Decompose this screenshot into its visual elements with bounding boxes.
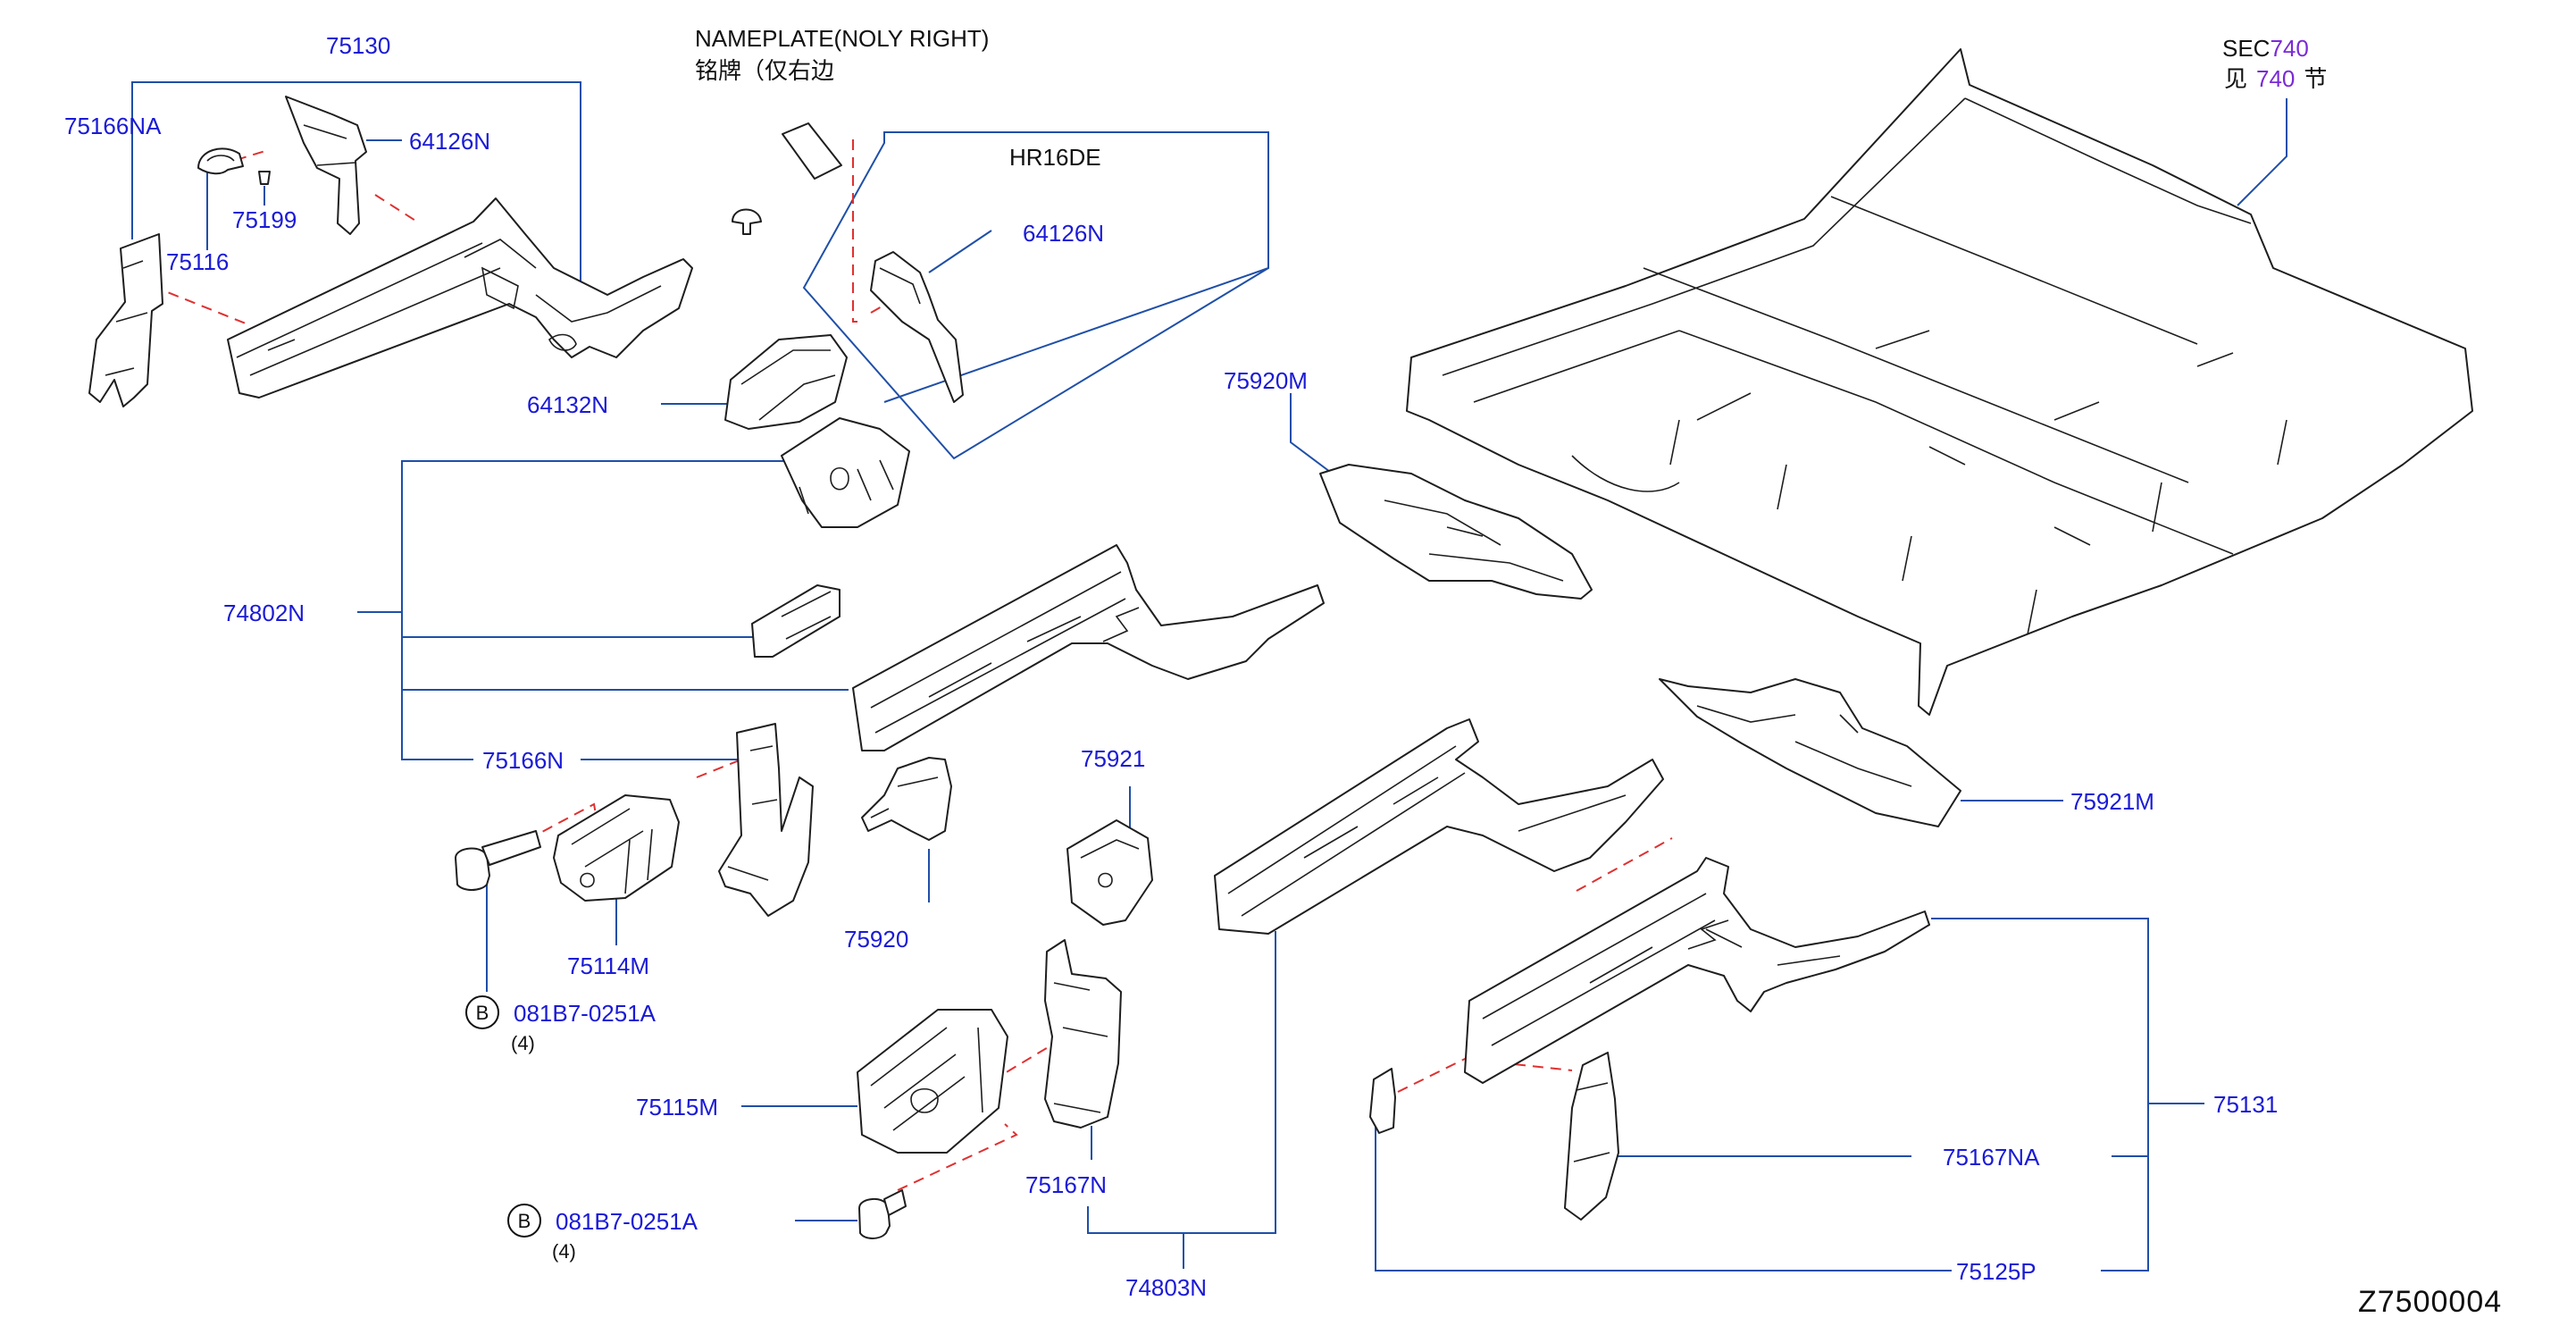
label-75166N[interactable]: 75166N bbox=[482, 747, 564, 774]
part-75166N bbox=[718, 723, 814, 917]
part-64132N bbox=[724, 334, 848, 430]
part-75167NA bbox=[1564, 1052, 1619, 1221]
leader-74803N-bracket bbox=[1087, 931, 1276, 1234]
part-75116 bbox=[197, 147, 244, 175]
part-nameplate bbox=[782, 122, 842, 180]
part-74802N-block-top bbox=[781, 417, 910, 528]
dash-75921M bbox=[1576, 837, 1673, 892]
bolt1-marker: B bbox=[476, 1002, 489, 1024]
leader-75125P bbox=[1375, 1126, 1952, 1271]
section-number: 740 bbox=[2270, 35, 2308, 62]
part-75131 bbox=[1464, 857, 1930, 1084]
label-74803N[interactable]: 74803N bbox=[1125, 1274, 1207, 1301]
label-75921M[interactable]: 75921M bbox=[2070, 788, 2154, 815]
part-64126N-box bbox=[870, 251, 964, 403]
part-clip bbox=[732, 208, 762, 235]
part-75166NA bbox=[88, 233, 163, 407]
part-75114M bbox=[553, 794, 680, 902]
label-75115M[interactable]: 75115M bbox=[636, 1094, 718, 1120]
bolt2-marker-circle bbox=[507, 1204, 541, 1238]
part-75130 bbox=[227, 197, 693, 399]
label-75131[interactable]: 75131 bbox=[2213, 1091, 2278, 1118]
part-74803N bbox=[1214, 718, 1664, 935]
part-75921 bbox=[1066, 819, 1153, 926]
section-cn-prefix: 见 bbox=[2224, 65, 2247, 92]
dash-64126N bbox=[374, 194, 421, 224]
label-75130[interactable]: 75130 bbox=[326, 32, 390, 59]
leader-sec740 bbox=[2237, 98, 2287, 206]
section-ref-line2[interactable]: 见 740 节 bbox=[2224, 65, 2327, 92]
label-75167N[interactable]: 75167N bbox=[1025, 1171, 1107, 1198]
section-cn-suffix: 节 bbox=[2304, 65, 2327, 92]
label-75920M[interactable]: 75920M bbox=[1224, 367, 1308, 394]
label-75116[interactable]: 75116 bbox=[166, 248, 229, 275]
label-75166NA[interactable]: 75166NA bbox=[64, 113, 162, 139]
label-64126N-box[interactable]: 64126N bbox=[1023, 220, 1104, 247]
part-75920M bbox=[1319, 464, 1593, 600]
label-74802N[interactable]: 74802N bbox=[223, 600, 305, 626]
dash-75114M-a bbox=[526, 802, 601, 841]
label-64126N-top[interactable]: 64126N bbox=[409, 128, 490, 155]
part-75115M bbox=[857, 1009, 1008, 1154]
bolt2-marker: B bbox=[518, 1210, 531, 1232]
label-75920[interactable]: 75920 bbox=[844, 926, 908, 953]
label-bolt1[interactable]: 081B7-0251A bbox=[514, 1000, 657, 1027]
leader-75131-bracket bbox=[1931, 918, 2149, 1271]
dash-nameplate bbox=[852, 139, 857, 323]
part-75920 bbox=[861, 757, 952, 841]
part-75921M bbox=[1659, 678, 1961, 827]
part-74802N-channel bbox=[751, 584, 841, 658]
leader-75920M bbox=[1290, 393, 1345, 483]
label-bolt2-qty: (4) bbox=[552, 1240, 576, 1263]
dash-75114M-b bbox=[696, 759, 742, 778]
part-bolt2 bbox=[858, 1189, 907, 1239]
part-drawings bbox=[88, 48, 2473, 1239]
part-75167N bbox=[1044, 939, 1122, 1129]
leader-64126N-box bbox=[928, 230, 992, 273]
part-74802N-rail bbox=[852, 544, 1325, 751]
nameplate-subtitle: 铭牌（仅右边 bbox=[695, 57, 834, 84]
engine-box-outline bbox=[802, 131, 1269, 460]
leader-lines bbox=[131, 81, 2287, 1271]
part-bolt1 bbox=[455, 830, 541, 891]
part-75199 bbox=[258, 171, 271, 185]
label-75114M[interactable]: 75114M bbox=[567, 953, 649, 979]
engine-box-label: HR16DE bbox=[1009, 144, 1101, 171]
label-75921[interactable]: 75921 bbox=[1081, 745, 1145, 772]
labels: 75130 75166NA 64126N 75199 75116 NAMEPLA… bbox=[64, 25, 2502, 1319]
part-75125P bbox=[1369, 1068, 1396, 1134]
leader-74802N-bracket bbox=[401, 460, 786, 760]
label-64132N[interactable]: 64132N bbox=[527, 391, 608, 418]
section-cn-number: 740 bbox=[2256, 65, 2295, 92]
label-75167NA[interactable]: 75167NA bbox=[1943, 1144, 2040, 1171]
label-bolt2[interactable]: 081B7-0251A bbox=[556, 1208, 698, 1235]
label-75199[interactable]: 75199 bbox=[232, 206, 297, 233]
label-75125P[interactable]: 75125P bbox=[1956, 1258, 2037, 1285]
bolt1-marker-circle bbox=[465, 995, 499, 1029]
section-prefix: SEC bbox=[2222, 35, 2270, 62]
dash-75115M-b bbox=[897, 1123, 1018, 1191]
part-64126N-top bbox=[285, 96, 367, 235]
nameplate-title: NAMEPLATE(NOLY RIGHT) bbox=[695, 25, 989, 52]
dash-75116 bbox=[151, 285, 247, 324]
diagram-code: Z7500004 bbox=[2358, 1285, 2502, 1319]
label-bolt1-qty: (4) bbox=[511, 1032, 535, 1054]
dash-75115M-a bbox=[991, 1043, 1055, 1082]
part-floor-sec740 bbox=[1406, 48, 2473, 716]
section-ref-line1[interactable]: SEC740 bbox=[2222, 35, 2309, 62]
